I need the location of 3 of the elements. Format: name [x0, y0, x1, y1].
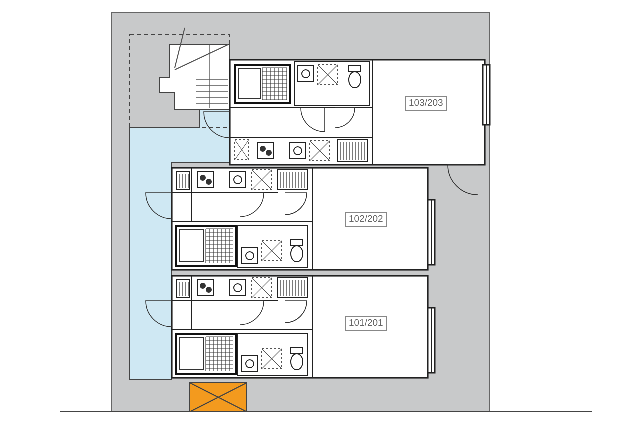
room-number-label: 103/203 — [405, 96, 448, 111]
room-number-label: 102/202 — [345, 212, 388, 227]
room-number-label: 101/201 — [345, 316, 388, 331]
